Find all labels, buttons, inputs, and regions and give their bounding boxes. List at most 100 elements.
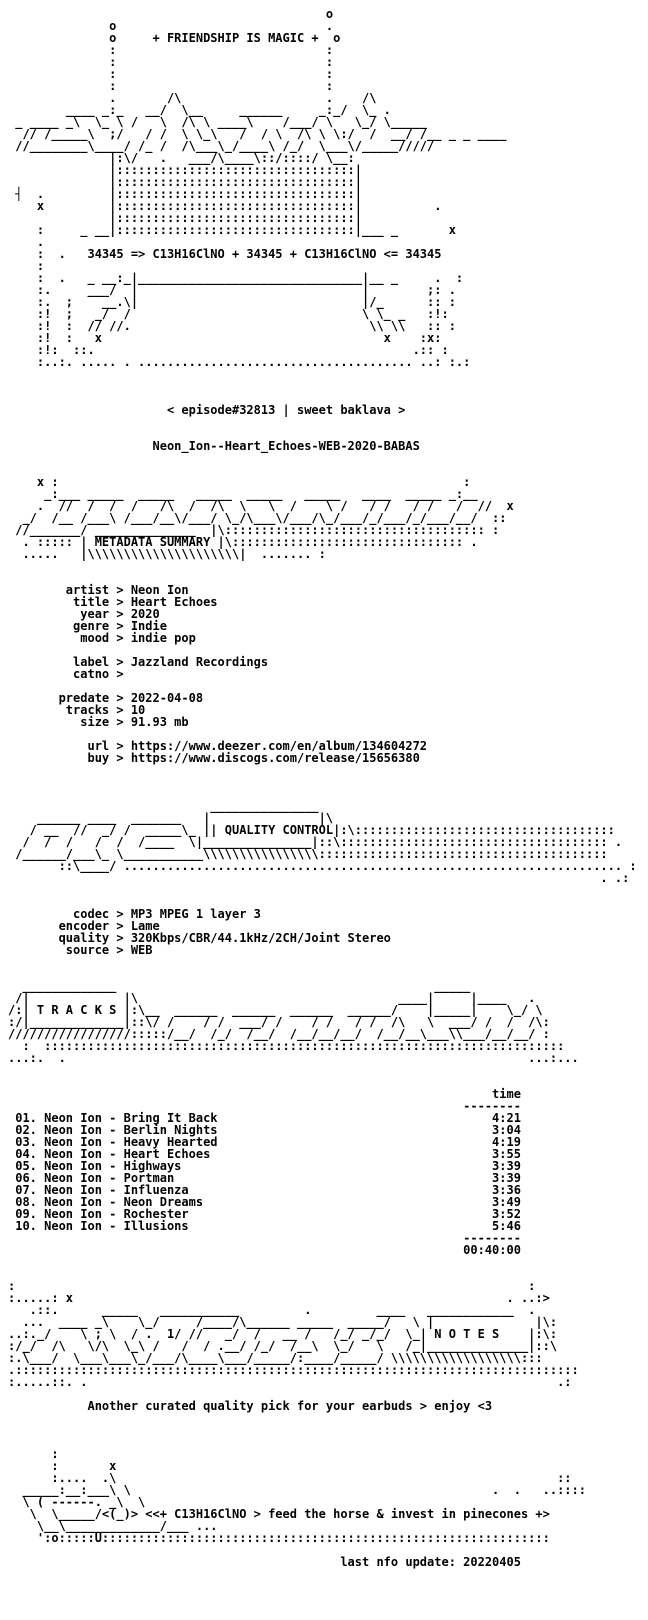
tracks-art-line: ...:. . ...:... (8, 1051, 579, 1065)
notes-heading: ..:._/ \ ; \ / . 1/ // _/ / __ / /_/ _/_… (8, 1327, 558, 1341)
track-row: 08. Neon Ion - Neon Dreams 3:49 (8, 1195, 521, 1209)
notes-art-line: :.\___/ \___\___\_/___/\____\___/_____/:… (8, 1351, 543, 1365)
header-art-line: |:\/ . ___/\____\::/::::/ \__: (8, 151, 355, 165)
header-art-line: |:::::::::::::::::::::::::::::::::| (8, 163, 363, 177)
header-art-line: : : (8, 79, 334, 93)
notes-art-line: :.....: x . ..:> (8, 1291, 550, 1305)
header-art-line: : : (8, 55, 334, 69)
metadata-field-catno: catno > (8, 667, 131, 681)
notes-art-line: ... ____ _\ \_/ /____/\______ _____ ____… (8, 1315, 558, 1329)
footer-art-line: \__\_____________/___ ... (8, 1519, 218, 1533)
blank-line (8, 560, 637, 572)
quality-art-line: . .: (8, 871, 630, 885)
track-row: 07. Neon Ion - Influenza 3:36 (8, 1183, 521, 1197)
blank-line (8, 956, 637, 968)
quality-art-line: ::\____/ ...............................… (8, 859, 637, 873)
header-art-line: : : (8, 67, 334, 81)
header-art-line: |:::::::::::::::::::::::::::::::::| (8, 211, 363, 225)
footer-art-line: : (8, 1447, 59, 1461)
metadata-field-artist: artist > Neon Ion (8, 583, 189, 597)
metadata-field-predate: predate > 2022-04-08 (8, 691, 204, 705)
metadata-field-year: year > 2020 (8, 607, 160, 621)
tracks-art-line: _____________ _____ (8, 979, 471, 993)
footer-art-line: _____:__:___\ \ . . ..:::: (8, 1483, 586, 1497)
track-row: 10. Neon Ion - Illusions 5:46 (8, 1219, 521, 1233)
notes-art-line: :/_/ /\ \/\ \_\ / / / .__/ /_/ /__\ \_/ … (8, 1339, 558, 1353)
quality-field-codec: codec > MP3 MPEG 1 layer 3 (8, 907, 261, 921)
header-frame-line: :! : x x :x: (8, 331, 442, 345)
metadata-field-label: label > Jazzland Recordings (8, 655, 269, 669)
header-frame-line: :!: ::. .:: : (8, 343, 449, 357)
track-row: 09. Neon Ion - Rochester 3:52 (8, 1207, 521, 1221)
notes-art-line: :.....::. . .: (8, 1375, 572, 1389)
header-art-line: : . 34345 => C13H16ClNO + 34345 + C13H16… (8, 247, 442, 261)
metadata-heading: . ::::: | METADATA SUMMARY |\:::::::::::… (8, 535, 478, 549)
tracks-total: 00:40:00 (8, 1243, 521, 1257)
quality-field-encoder: encoder > Lame (8, 919, 160, 933)
header-frame-line: :! ; _/ / \ \_ _ :!: (8, 307, 449, 321)
footer-art-line: ':o:::::U:::::::::::::::::::::::::::::::… (8, 1531, 550, 1545)
metadata-field-mood: mood > indie pop (8, 631, 196, 645)
tracks-rule: -------- (8, 1099, 521, 1113)
header-art-line: . /\ . /\ (8, 91, 377, 105)
header-art-line: ┤ . |:::::::::::::::::::::::::::::::::| (8, 187, 363, 201)
metadata-art-line: _/ /__ /___\ /___/__\/___/ \_/\___\/___/… (8, 511, 507, 525)
footer-art-line: :.... .\ :: (8, 1471, 572, 1485)
metadata-art-line: _:___ _____ _____ _____ _____ _____ ____… (8, 487, 478, 501)
blank-line (8, 764, 637, 776)
tracks-rule: -------- (8, 1231, 521, 1245)
notes-art-line: .:::::::::::::::::::::::::::::::::::::::… (8, 1363, 579, 1377)
footer-art-line: \ ( ------. _\ \ (8, 1495, 146, 1509)
metadata-art-line: . // / / / /\ / /\ \ \ / \ / / / / / / /… (8, 499, 514, 513)
header-art-line: ____ _:_ __/ \__ ______ _:_/ \_ . (8, 103, 391, 117)
metadata-field-genre: genre > Indie (8, 619, 167, 633)
track-row: 05. Neon Ion - Highways 3:39 (8, 1159, 521, 1173)
blank-line (8, 368, 637, 380)
header-art-line: : : (8, 43, 334, 57)
track-row: 04. Neon Ion - Heart Echoes 3:55 (8, 1147, 521, 1161)
quality-art-line: ______ ____ _______ | |\ (8, 811, 334, 825)
blank-line (8, 416, 637, 428)
notes-text: Another curated quality pick for your ea… (8, 1399, 493, 1413)
header-art-line: o (8, 7, 334, 21)
metadata-field-title: title > Heart Echoes (8, 595, 218, 609)
blank-line (8, 1424, 637, 1436)
header-art-line: //________\____/ /_ / /\___\_/____\ /_/ … (8, 139, 435, 153)
tracks-art-line: :/|_____________|::\/ / / / ___/ / / / /… (8, 1015, 550, 1029)
blank-line (8, 380, 637, 392)
header-art-line: . (8, 235, 45, 249)
release-name: Neon_Ion--Heart_Echoes-WEB-2020-BABAS (8, 439, 420, 453)
nfo-document: o o . o + FRIENDSHIP IS MAGIC + o : : : … (8, 8, 637, 1568)
track-row: 01. Neon Ion - Bring It Back 4:21 (8, 1111, 521, 1125)
blank-line (8, 776, 637, 788)
header-frame-line: :..:. ..... . ..........................… (8, 355, 471, 369)
blank-line (8, 1412, 637, 1424)
quality-art-line: /______/___\_ \___________\\\\\\\\\\\\\\… (8, 847, 608, 861)
track-row: 02. Neon Ion - Berlin Nights 3:04 (8, 1123, 521, 1137)
blank-line (8, 1064, 637, 1076)
header-art-line: o + FRIENDSHIP IS MAGIC + o (8, 31, 341, 45)
header-art-line: x |:::::::::::::::::::::::::::::::::| . (8, 199, 442, 213)
quality-field-source: source > WEB (8, 943, 153, 957)
quality-art-line: _______________ (8, 799, 319, 813)
header-art-line: : (8, 259, 45, 273)
footer-art-line: : x (8, 1459, 117, 1473)
blank-line (8, 884, 637, 896)
blank-line (8, 1436, 637, 1448)
header-frame-line: :! : // //. \\ \\ :: : (8, 319, 456, 333)
metadata-art-line: x : : (8, 475, 471, 489)
header-art-line: : _ __|:::::::::::::::::::::::::::::::::… (8, 223, 456, 237)
metadata-field-tracks: tracks > 10 (8, 703, 146, 717)
notes-art-line: : : (8, 1279, 536, 1293)
metadata-field-size: size > 91.93 mb (8, 715, 189, 729)
blank-line (8, 1256, 637, 1268)
header-art-line: |:::::::::::::::::::::::::::::::::| (8, 175, 363, 189)
track-row: 03. Neon Ion - Heavy Hearted 4:19 (8, 1135, 521, 1149)
header-frame-line: : . _ __:_|_____________________________… (8, 271, 464, 285)
footer-art-line: \ \_____/<(_)> <<+ C13H16ClNO > feed the… (8, 1507, 550, 1521)
tracks-heading: /:| T R A C K S |:\__ ______ ______ ____… (8, 1003, 543, 1017)
metadata-field-buy: buy > https://www.discogs.com/release/15… (8, 751, 420, 765)
metadata-art-line: ..... |\\\\\\\\\\\\\\\\\\\\\| ....... : (8, 547, 326, 561)
quality-heading: / __ // _/ / _____\_ || QUALITY CONTROL|… (8, 823, 615, 837)
quality-art-line: / / / / / /____ \|_______________|::\:::… (8, 835, 623, 849)
